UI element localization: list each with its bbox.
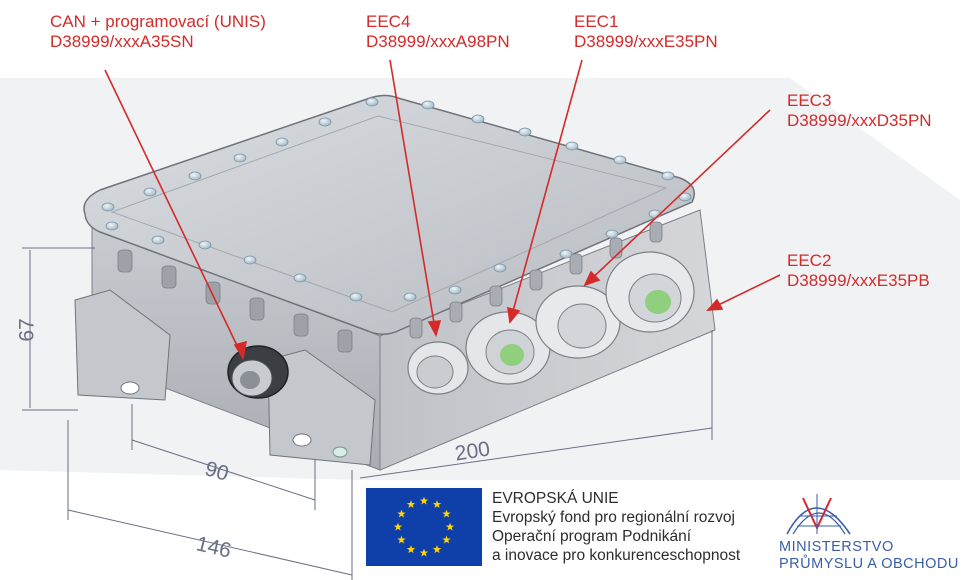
bracket-left xyxy=(74,289,171,401)
connector-eec4 xyxy=(407,341,469,395)
ministry-logo-icon xyxy=(786,494,851,535)
connector-can xyxy=(227,345,289,399)
eu-star-icon xyxy=(432,500,442,509)
dimension-height: 67 xyxy=(15,318,39,342)
callout-arrows xyxy=(104,59,781,361)
connector-eec2 xyxy=(605,251,695,333)
eu-program-cont: a inovace pro konkurenceschopnost xyxy=(492,547,741,564)
connector-eec1 xyxy=(465,311,551,385)
bracket-right-washer xyxy=(332,446,348,458)
eu-star-icon xyxy=(419,548,429,557)
dimension-lines xyxy=(22,247,713,580)
eu-star-icon xyxy=(406,545,416,554)
callout-can: CAN + programovací (UNIS) D38999/xxxA35S… xyxy=(50,12,266,52)
eu-star-icon xyxy=(397,509,406,518)
eu-star-icon xyxy=(432,545,442,554)
eu-stars xyxy=(393,496,455,557)
callout-eec4-title: EEC4 xyxy=(366,12,411,31)
bracket-right-hole xyxy=(292,433,312,447)
lid-bolts xyxy=(101,97,692,302)
eu-star-icon xyxy=(442,509,451,518)
ministry-line1: MINISTERSTVO xyxy=(779,539,894,555)
callout-eec1-title: EEC1 xyxy=(574,12,619,31)
eu-funding-text: EVROPSKÁ UNIE Evropský fond pro regionál… xyxy=(492,489,740,565)
bracket-left-hole xyxy=(120,381,140,395)
eu-star-icon xyxy=(442,535,451,544)
callout-eec1: EEC1 D38999/xxxE35PN xyxy=(574,12,718,52)
connector-eec3 xyxy=(535,285,621,359)
callout-eec4-part: D38999/xxxA98PN xyxy=(366,32,510,51)
eu-star-icon xyxy=(397,535,406,544)
callout-eec3-part: D38999/xxxD35PN xyxy=(787,111,932,130)
eu-star-icon xyxy=(406,500,416,509)
callout-eec4: EEC4 D38999/xxxA98PN xyxy=(366,12,510,52)
eu-flag-icon xyxy=(366,488,482,566)
eu-star-icon xyxy=(445,522,455,531)
callout-can-title: CAN + programovací (UNIS) xyxy=(50,12,266,31)
callout-eec2: EEC2 D38999/xxxE35PB xyxy=(787,251,930,291)
eu-title: EVROPSKÁ UNIE xyxy=(492,490,619,507)
callout-eec3: EEC3 D38999/xxxD35PN xyxy=(787,91,932,131)
eu-fund: Evropský fond pro regionální rozvoj xyxy=(492,509,735,526)
ministry-line2: PRŮMYSLU A OBCHODU xyxy=(779,556,959,572)
callout-eec2-title: EEC2 xyxy=(787,251,832,270)
callout-can-part: D38999/xxxA35SN xyxy=(50,32,194,51)
front-ribs xyxy=(409,221,663,339)
side-ribs xyxy=(117,249,353,353)
callout-eec2-part: D38999/xxxE35PB xyxy=(787,271,930,290)
ministry-text: MINISTERSTVO PRŮMYSLU A OBCHODU xyxy=(779,539,959,573)
callout-eec1-part: D38999/xxxE35PN xyxy=(574,32,718,51)
callout-eec3-title: EEC3 xyxy=(787,91,832,110)
eu-program: Operační program Podnikání xyxy=(492,528,692,545)
eu-star-icon xyxy=(419,496,429,505)
eu-star-icon xyxy=(393,522,403,531)
